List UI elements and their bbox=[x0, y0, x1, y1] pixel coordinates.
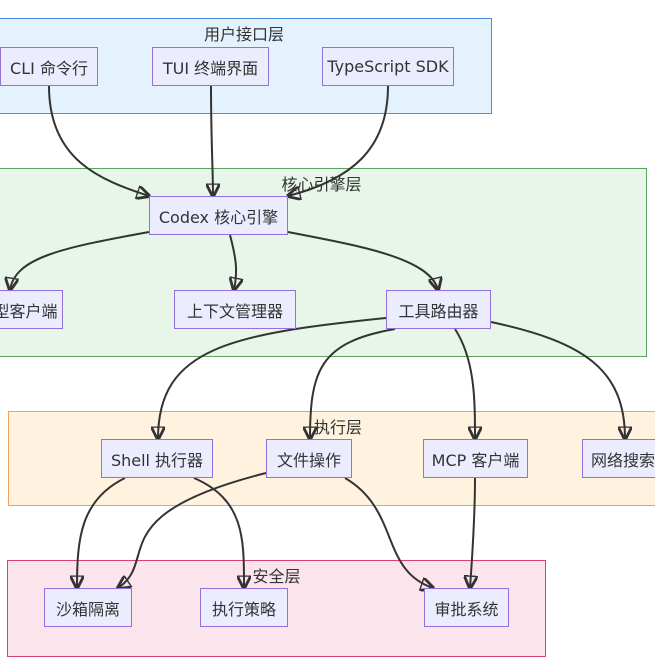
node-tui-label: TUI 终端界面 bbox=[162, 58, 259, 78]
node-context-manager: 上下文管理器 bbox=[174, 290, 296, 329]
node-shell-executor-label: Shell 执行器 bbox=[110, 450, 204, 470]
edge-codex-to-model-client bbox=[10, 231, 150, 290]
edge-tool-router-to-shell bbox=[158, 317, 387, 439]
node-cli: CLI 命令行 bbox=[0, 47, 98, 86]
edge-tui-to-codex bbox=[211, 85, 213, 196]
edge-file-ops-to-approval bbox=[344, 477, 433, 588]
node-context-manager-label: 上下文管理器 bbox=[186, 301, 283, 321]
node-mcp-client-label: MCP 客户端 bbox=[431, 450, 520, 470]
node-approval-system-label: 审批系统 bbox=[434, 599, 499, 619]
edge-cli-to-codex bbox=[48, 85, 149, 196]
node-sandbox-isolation-label: 沙箱隔离 bbox=[55, 599, 120, 619]
node-typescript-sdk: TypeScript SDK bbox=[322, 47, 454, 86]
node-file-operations-label: 文件操作 bbox=[276, 450, 341, 470]
node-cli-label: CLI 命令行 bbox=[10, 58, 88, 78]
node-codex-core-engine: Codex 核心引擎 bbox=[149, 196, 288, 235]
node-shell-executor: Shell 执行器 bbox=[101, 439, 213, 478]
edge-codex-to-context-manager bbox=[230, 234, 236, 290]
edge-shell-to-exec-policy bbox=[193, 477, 244, 588]
edge-tool-router-to-web-search bbox=[490, 321, 625, 439]
edge-tool-router-to-file-ops bbox=[310, 328, 396, 439]
node-web-search: 网络搜索 bbox=[582, 439, 655, 478]
layer-core-engine: 核心引擎层 bbox=[0, 168, 647, 357]
layer-execution-title: 执行层 bbox=[313, 418, 362, 437]
node-web-search-label: 网络搜索 bbox=[591, 450, 655, 470]
node-approval-system: 审批系统 bbox=[424, 588, 509, 627]
edge-mcp-client-to-approval bbox=[470, 477, 475, 588]
layer-security-title: 安全层 bbox=[252, 567, 301, 586]
edge-sdk-to-codex bbox=[288, 85, 389, 196]
node-model-client: 型客户端 bbox=[0, 290, 63, 329]
edge-file-ops-to-sandbox bbox=[118, 472, 267, 588]
edge-codex-to-tool-router bbox=[287, 231, 438, 290]
node-codex-core-engine-label: Codex 核心引擎 bbox=[158, 207, 279, 227]
node-tool-router-label: 工具路由器 bbox=[398, 301, 479, 321]
node-tui: TUI 终端界面 bbox=[152, 47, 269, 86]
node-tool-router: 工具路由器 bbox=[386, 290, 491, 329]
node-file-operations: 文件操作 bbox=[266, 439, 352, 478]
edge-shell-to-sandbox bbox=[77, 477, 126, 588]
node-mcp-client: MCP 客户端 bbox=[423, 439, 528, 478]
node-model-client-label: 型客户端 bbox=[0, 301, 58, 321]
node-exec-policy: 执行策略 bbox=[200, 588, 288, 627]
node-sandbox-isolation: 沙箱隔离 bbox=[44, 588, 132, 627]
layer-user-interface-title: 用户接口层 bbox=[203, 25, 284, 44]
node-exec-policy-label: 执行策略 bbox=[211, 599, 276, 619]
edge-tool-router-to-mcp-client bbox=[454, 328, 475, 439]
node-typescript-sdk-label: TypeScript SDK bbox=[327, 57, 449, 76]
